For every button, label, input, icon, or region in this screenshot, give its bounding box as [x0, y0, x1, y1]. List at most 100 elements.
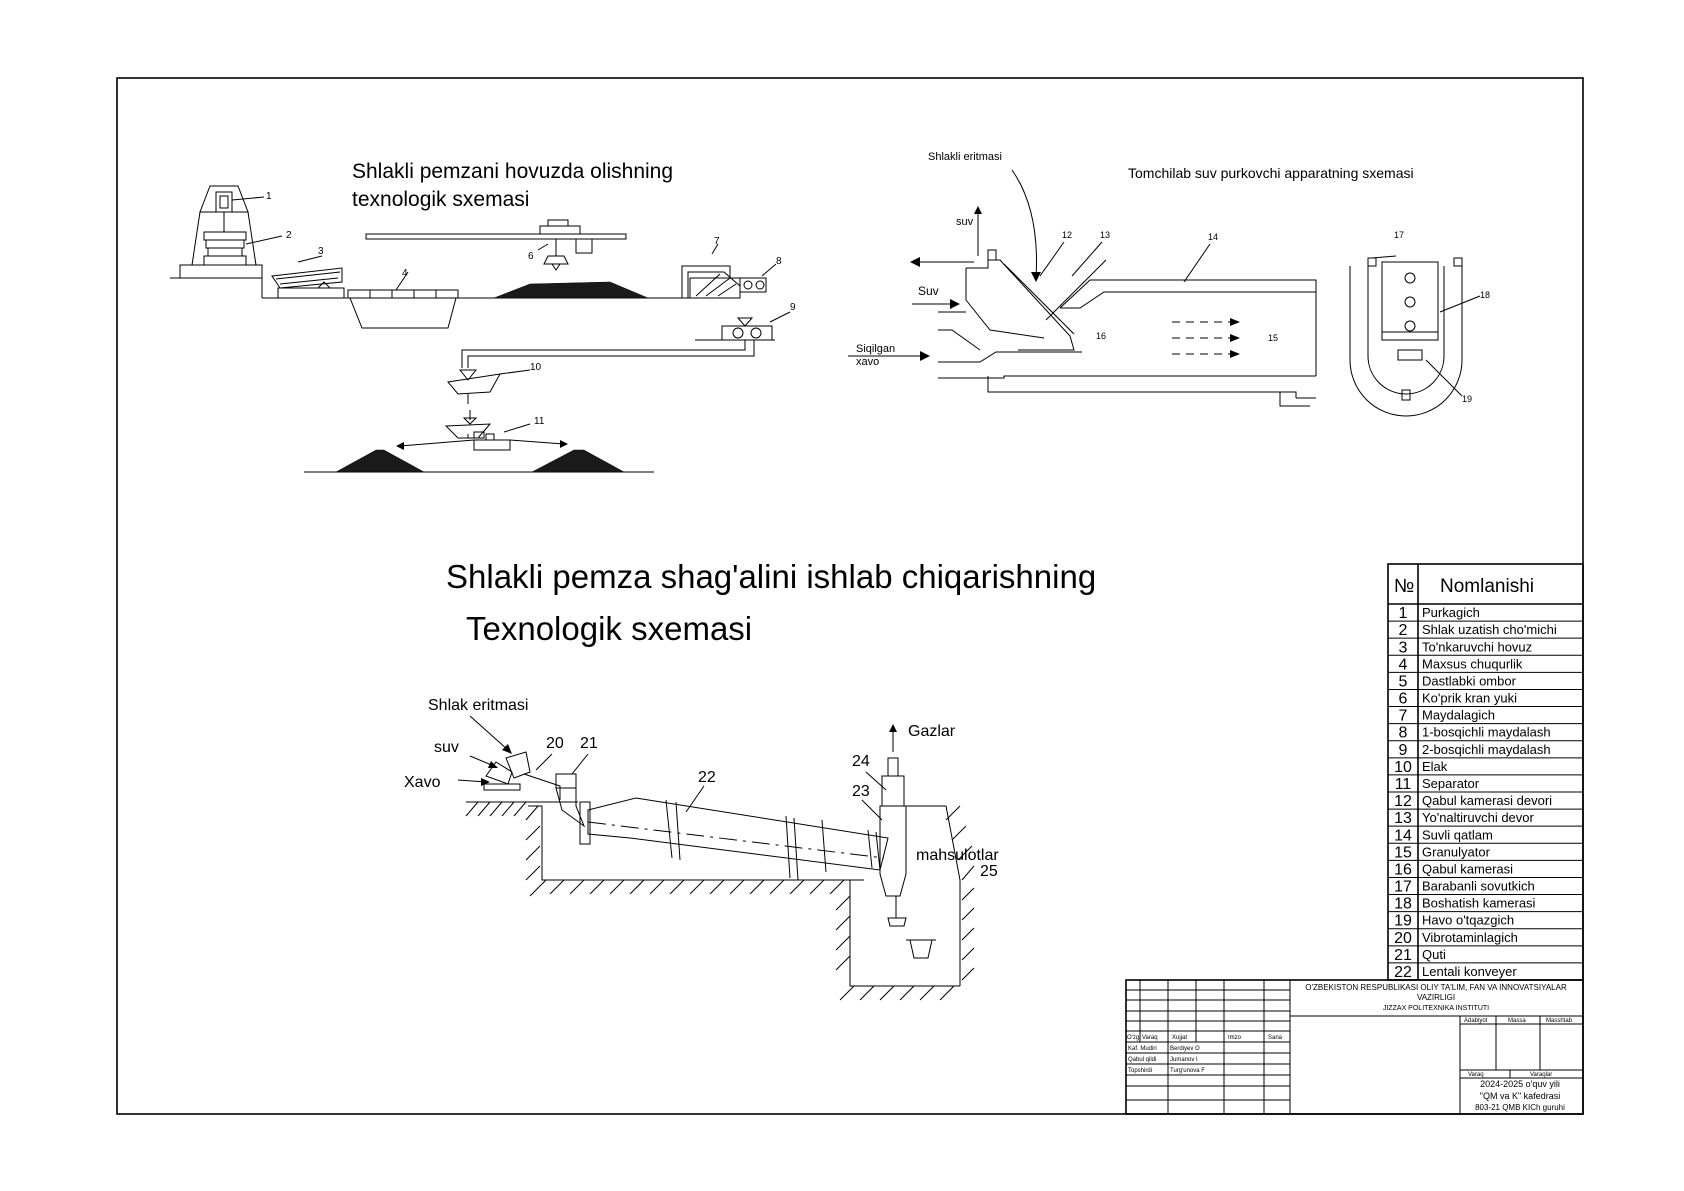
spec-row-number: 14: [1394, 827, 1412, 844]
separator: [396, 423, 568, 451]
bridge-crane: [365, 219, 627, 271]
spray-label-slag-melt: Shlakli eritmasi: [928, 151, 1002, 163]
product-pile-right: [531, 449, 625, 473]
tb-name-accepted: Jumanov I: [1170, 1057, 1198, 1063]
spray-label-water-side: Suv: [918, 284, 939, 298]
tb-department: "QM va K" kafedrasi: [1480, 1091, 1560, 1101]
storage-pile: [493, 281, 649, 299]
spec-row-number: 13: [1394, 810, 1412, 827]
tb-sheets: Varaqlar: [1530, 1072, 1552, 1078]
spray-label-19: 19: [1462, 394, 1472, 404]
spec-row-number: 10: [1394, 759, 1412, 776]
product-pile-left: [335, 449, 425, 473]
spray-label-16: 16: [1096, 331, 1106, 341]
tb-role-head: Kaf. Mudiri: [1128, 1046, 1157, 1052]
tb-name-submitted: Turg'unova F: [1170, 1068, 1205, 1074]
kiln-label-gases: Gazlar: [908, 723, 956, 740]
kiln-label-24: 24: [852, 753, 870, 770]
spec-row-name: Shlak uzatish cho'michi: [1422, 622, 1557, 637]
spec-row-name: Elak: [1422, 759, 1448, 774]
kiln-scheme: Shlak eritmasi suv Xavo Gazlar mahsulotl…: [404, 697, 999, 1001]
kiln-label-21: 21: [580, 735, 598, 752]
spray-label-water-top: suv: [956, 216, 974, 228]
spec-row-name: To'nkaruvchi hovuz: [1422, 639, 1532, 654]
spray-label-12: 12: [1062, 230, 1072, 240]
spec-row-name: Purkagich: [1422, 605, 1480, 620]
spec-row-number: 4: [1399, 656, 1408, 673]
spec-row-name: Maydalagich: [1422, 708, 1495, 723]
main-title-line2: Texnologik sxemasi: [466, 610, 752, 647]
pond-label-3: 3: [318, 246, 324, 257]
spec-row-number: 22: [1394, 964, 1412, 981]
kiln-label-25: 25: [980, 863, 998, 880]
spec-row-number: 15: [1394, 844, 1412, 861]
kiln-label-air: Xavo: [404, 774, 441, 791]
tb-sheet: Varaq: [1468, 1072, 1484, 1078]
spec-row-number: 3: [1399, 639, 1408, 656]
spec-row-number: 5: [1399, 673, 1408, 690]
tb-hdr-date: Sana: [1268, 1035, 1283, 1041]
spec-row-name: Barabanli sovutkich: [1422, 879, 1535, 894]
tb-scale: Masshtab: [1546, 1018, 1573, 1024]
tb-hdr-sign: Imzo: [1228, 1035, 1242, 1041]
pond-title-line2: texnologik sxemasi: [352, 188, 529, 211]
kiln-label-22: 22: [698, 769, 716, 786]
cross-section: 17 18 19: [1349, 230, 1490, 417]
tipping-pool: [271, 255, 345, 299]
spec-row-name: Lentali konveyer: [1422, 964, 1517, 979]
kiln-label-slag-melt: Shlak eritmasi: [428, 697, 528, 714]
kiln-label-water: suv: [434, 739, 459, 756]
spray-label-13: 13: [1100, 230, 1110, 240]
title-block: O'ZBEKISTON RESPUBLIKASI OLIY TA'LIM, FA…: [1125, 979, 1584, 1115]
spec-row-name: Ko'prik kran yuki: [1422, 691, 1517, 706]
special-pit: [347, 271, 459, 329]
spec-row-name: Separator: [1422, 776, 1480, 791]
spec-row-name: Havo o'tqazgich: [1422, 913, 1514, 928]
crusher: [681, 243, 777, 299]
tb-lit: Adabiyot: [1464, 1018, 1488, 1024]
spray-label-air-1: Siqilgan: [856, 343, 895, 355]
spec-row-number: 12: [1394, 793, 1412, 810]
tb-institute: JIZZAX POLITEXNIKA INSTITUTI: [1383, 1005, 1489, 1012]
spec-header-name: Nomlanishi: [1440, 576, 1534, 597]
spec-row-name: 1-bosqichli maydalash: [1422, 725, 1551, 740]
tb-year: 2024-2025 o'quv yili: [1480, 1079, 1560, 1089]
pond-label-9: 9: [790, 302, 796, 313]
tb-ministry-1: O'ZBEKISTON RESPUBLIKASI OLIY TA'LIM, FA…: [1305, 983, 1567, 992]
main-title-line1: Shlakli pemza shag'alini ishlab chiqaris…: [446, 558, 1096, 595]
spec-row-number: 7: [1399, 708, 1408, 725]
tb-hdr-change: O'zg: [1127, 1035, 1139, 1041]
pond-label-10: 10: [530, 362, 542, 373]
spec-row-name: Vibrotaminlagich: [1422, 930, 1518, 945]
kiln-label-20: 20: [546, 735, 564, 752]
spec-row-name: Granulyator: [1422, 844, 1491, 859]
tb-mass: Massa: [1508, 1018, 1526, 1024]
spec-row-name: Qabul kamerasi devori: [1422, 793, 1552, 808]
spec-row-number: 9: [1399, 742, 1408, 759]
spec-row-number: 16: [1394, 861, 1412, 878]
spec-row-name: Suvli qatlam: [1422, 827, 1493, 842]
tb-hdr-doc: Xujjat: [1172, 1035, 1187, 1041]
pond-scheme: Shlakli pemzani hovuzda olishning texnol…: [170, 160, 796, 473]
spec-row-name: 2-bosqichli maydalash: [1422, 742, 1551, 757]
spec-row-number: 8: [1399, 725, 1408, 742]
spec-row-number: 6: [1399, 691, 1408, 708]
pond-label-1: 1: [266, 191, 272, 202]
pond-label-8: 8: [776, 256, 782, 267]
spray-label-17: 17: [1394, 230, 1404, 240]
kiln-label-products: mahsulotlar: [916, 847, 999, 864]
spec-row-number: 17: [1394, 879, 1412, 896]
spec-row-number: 2: [1399, 622, 1408, 639]
tb-role-accepted: Qabul qildi: [1128, 1057, 1156, 1063]
spec-row-number: 21: [1394, 947, 1412, 964]
spray-title: Tomchilab suv purkovchi apparatning sxem…: [1128, 165, 1414, 181]
pond-label-4: 4: [402, 268, 408, 279]
spray-label-18: 18: [1480, 290, 1490, 300]
pond-label-7: 7: [714, 236, 720, 247]
tb-role-submitted: Topshirdi: [1128, 1068, 1152, 1074]
ground-hatching: [465, 801, 975, 1001]
second-crusher: [721, 311, 791, 341]
spec-row-name: Quti: [1422, 947, 1446, 962]
